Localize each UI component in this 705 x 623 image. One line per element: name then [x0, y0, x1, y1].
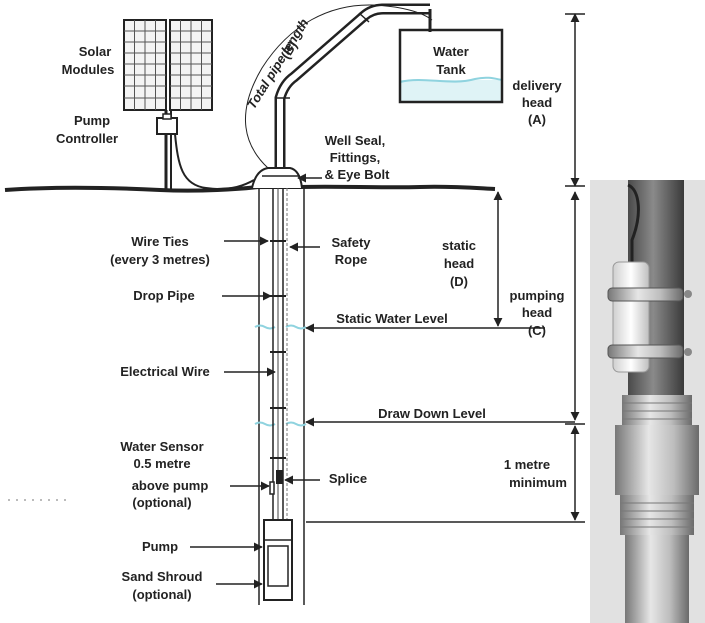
label-delivery-head-1: delivery	[512, 78, 562, 93]
label-static-water-level: Static Water Level	[336, 311, 448, 326]
label-one-metre-1: 1 metre	[504, 457, 550, 472]
label-pumping-head-2: head	[522, 305, 552, 320]
well-seal	[251, 167, 303, 189]
well-casing	[258, 188, 305, 605]
label-safety-rope-2: Rope	[335, 252, 368, 267]
label-water-sensor-3: above pump	[132, 478, 209, 493]
label-safety-rope-1: Safety	[331, 235, 371, 250]
label-water-tank-2: Tank	[436, 62, 466, 77]
label-well-seal-2: Fittings,	[330, 150, 381, 165]
label-solar-2: Modules	[62, 62, 115, 77]
label-splice: Splice	[329, 471, 367, 486]
solar-modules	[123, 19, 213, 111]
label-delivery-head-3: (A)	[528, 112, 546, 127]
static-water-ripples	[254, 324, 307, 427]
ground-line	[4, 184, 496, 193]
label-one-metre-2: minimum	[509, 475, 567, 490]
label-sand-shroud-2: (optional)	[132, 587, 191, 602]
label-pumping-head-3: (C)	[528, 323, 546, 338]
label-static-head-1: static	[442, 238, 476, 253]
label-sand-shroud-1: Sand Shroud	[122, 569, 203, 584]
label-delivery-head-2: head	[522, 95, 552, 110]
pump-controller	[156, 110, 255, 191]
label-draw-down-level: Draw Down Level	[378, 406, 486, 421]
label-water-sensor-2: 0.5 metre	[133, 456, 190, 471]
label-static-head-3: (D)	[450, 274, 468, 289]
right-pointers	[284, 173, 575, 485]
label-well-seal-1: Well Seal,	[325, 133, 385, 148]
pump-photo	[590, 180, 705, 623]
label-wire-ties-2: (every 3 metres)	[110, 252, 210, 267]
label-wire-ties-1: Wire Ties	[131, 234, 188, 249]
label-well-seal-3: & Eye Bolt	[324, 167, 390, 182]
label-electrical-wire: Electrical Wire	[120, 364, 209, 379]
delivery-pipe	[245, 3, 433, 180]
left-pointers	[190, 236, 276, 589]
label-water-tank-1: Water	[433, 44, 469, 59]
label-static-head-2: head	[444, 256, 474, 271]
label-solar-1: Solar	[79, 44, 112, 59]
label-pump-controller-1: Pump	[74, 113, 110, 128]
pump-body	[263, 519, 293, 601]
label-water-sensor-1: Water Sensor	[120, 439, 203, 454]
water-tank	[398, 28, 504, 104]
label-pump: Pump	[142, 539, 178, 554]
label-pump-controller-2: Controller	[56, 131, 118, 146]
drop-pipe	[269, 188, 288, 522]
label-drop-pipe: Drop Pipe	[133, 288, 194, 303]
label-pumping-head-1: pumping	[510, 288, 565, 303]
label-water-sensor-4: (optional)	[132, 495, 191, 510]
labels: Solar Modules Pump Controller Total pipe…	[56, 16, 567, 602]
dimension-lines	[306, 13, 585, 523]
